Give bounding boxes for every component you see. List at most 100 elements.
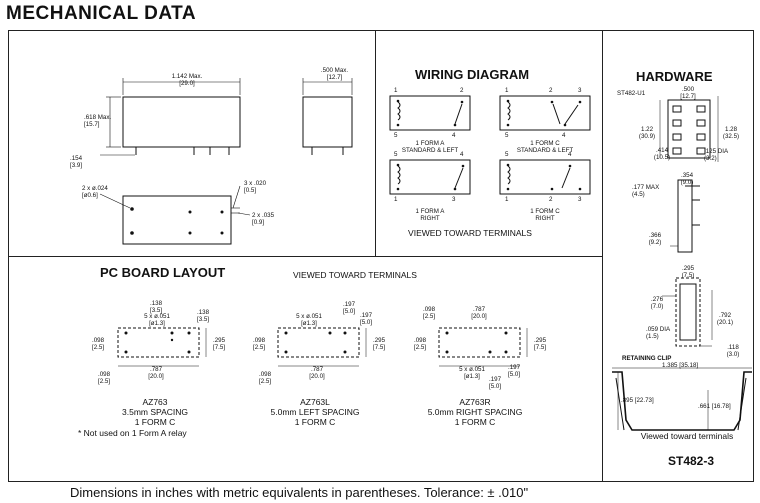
hw-dim-059: .059 DIA (1.5) (646, 326, 676, 340)
hardware-part1: ST482-U1 (617, 90, 646, 97)
wiring-d1-label1: 1 FORM A (415, 140, 445, 147)
hw-dim-128-value: 1.28 (724, 126, 738, 133)
pcb2-dim-197-mm: [5.0] (342, 308, 356, 315)
dim-pin-sq: 3 x .020 [0.5] (244, 180, 284, 194)
pcb2-dim-098b: .098 [2.5] (254, 371, 276, 385)
dim-length-value: 1.142 Max. (171, 73, 203, 80)
pcb3-dim-197b: .197 [5.0] (484, 376, 506, 390)
pcb2-name: AZ763L (300, 397, 330, 407)
hw-dim-128-mm: (32.5) (722, 133, 740, 140)
hw-dim-792-value: .792 (718, 312, 732, 319)
pcb1-dim-holes-mm: [ø1.3] (149, 320, 165, 327)
dim-pin-length-value: .154 (70, 155, 83, 162)
wiring-d3-label2: RIGHT (420, 215, 440, 222)
pcb3-dim-295-mm: [7.5] (533, 344, 547, 351)
dim-pin-sq2: 2 x .035 [0.9] (252, 212, 292, 226)
dim-width: .500 Max. [12.7] (312, 67, 357, 81)
hw-dim-276: .276 (7.0) (646, 296, 668, 310)
wiring-d3-pin-3: 3 (452, 196, 456, 203)
hw-dim-414-value: .414 (655, 147, 669, 154)
pcb1-form: 1 FORM C (134, 417, 176, 427)
pcb1-dim-098b-mm: [2.5] (97, 378, 111, 385)
pcb2-dim-098: .098 [2.5] (248, 337, 270, 351)
pcb3-dim-197-mm: [5.0] (507, 371, 521, 378)
pcb2-dim-holes-mm: [ø1.3] (301, 320, 317, 327)
hw-dim-295-mm: (7.5) (681, 272, 695, 279)
pcb3-dim-197-value: .197 (507, 364, 521, 371)
wiring-d1-pin-5: 5 (394, 132, 398, 139)
pcb2-dim-197b-value: .197 (359, 312, 373, 319)
hw-dim-177-max: MAX (645, 184, 660, 191)
hw-dim-059-mm: (1.5) (646, 333, 659, 340)
pcb3-dim-098b: .098 [2.5] (409, 337, 431, 351)
pcb1-dim-138: .138 [3.5] (145, 300, 167, 314)
wiring-d3-pin-4: 4 (460, 151, 464, 158)
hw-dim-366: .366 (9.2) (644, 232, 666, 246)
wiring-d2-label2: STANDARD & LEFT (516, 147, 574, 154)
hw-dim-276-mm: (7.0) (650, 303, 664, 310)
hw-dim-122-mm: (30.9) (638, 133, 656, 140)
pcb1-dim-295: .295 [7.5] (208, 337, 230, 351)
pcb1-dim-295-value: .295 (212, 337, 226, 344)
dim-pin-sq2-mm: [0.9] (252, 219, 265, 226)
pcb3-dim-098b-value: .098 (413, 337, 427, 344)
pcb2-dim-295-mm: [7.5] (372, 344, 386, 351)
clip-title: RETAINING CLIP (622, 355, 672, 362)
dim-width-value: .500 Max. (320, 67, 349, 74)
wiring-d2-label1: 1 FORM C (530, 140, 560, 147)
dim-pin-length: .154 [3.9] (70, 155, 100, 169)
wiring-d1-label: 1 FORM A STANDARD & LEFT (385, 140, 475, 154)
pcb2-spacing: 5.0mm LEFT SPACING (270, 407, 360, 417)
hw-dim-177-mm: (4.5) (632, 191, 645, 198)
hw-dim-792: .792 (20.1) (714, 312, 736, 326)
wiring-d1-pin-4: 4 (452, 132, 456, 139)
pcb1-dim-098-mm: [2.5] (91, 344, 105, 351)
pcb3-dim-295: .295 [7.5] (529, 337, 551, 351)
wiring-title: WIRING DIAGRAM (415, 67, 530, 82)
pcb-title: PC BOARD LAYOUT (100, 265, 226, 280)
wiring-d4-label2: RIGHT (535, 215, 555, 222)
hw-dim-500: .500 [12.7] (676, 86, 700, 100)
dim-pin-sq2-value: 2 x .035 (252, 212, 275, 219)
hardware-part2: ST482-3 (668, 454, 715, 468)
wiring-d4-label: 1 FORM C RIGHT (500, 208, 590, 222)
dim-pin-dia: 2 x ø.024 [ø0.6] (82, 185, 132, 199)
pcb3-dim-holes-mm: [ø1.3] (464, 373, 480, 380)
pcb3-dim-787-mm: [20.0] (471, 313, 487, 320)
pcb3-name: AZ763R (459, 397, 491, 407)
dim-width-mm: [12.7] (326, 74, 343, 81)
hw-dim-500-value: .500 (681, 86, 695, 93)
hw-dim-122-value: 1.22 (640, 126, 654, 133)
pcb2-dim-098b-value: .098 (258, 371, 272, 378)
pcb3-dim-787: .787 [20.0] (467, 306, 491, 320)
pcb3-dim-098b-mm: [2.5] (413, 344, 427, 351)
wiring-d2-pin-4: 4 (562, 132, 566, 139)
pcb3-dim-787-value: .787 (472, 306, 486, 313)
pcb3-dim-098-value: .098 (422, 306, 436, 313)
pcb1-dim-138-mm: [3.5] (149, 307, 163, 314)
pcb1-dim-098: .098 [2.5] (87, 337, 109, 351)
pcb2-dim-098-value: .098 (252, 337, 266, 344)
pcb2-form: 1 FORM C (294, 417, 336, 427)
pcb3-spacing: 5.0mm RIGHT SPACING (427, 407, 523, 417)
pcb-note: * Not used on 1 Form A relay (78, 428, 187, 438)
hw-dim-177: .177 MAX (4.5) (632, 184, 662, 198)
pcb2-dim-holes-value: 5 x ø.051 (296, 313, 322, 320)
pcb2-dim-295-value: .295 (372, 337, 386, 344)
dim-pin-sq-value: 3 x .020 (244, 180, 267, 187)
wiring-d4-pin-3: 3 (578, 196, 582, 203)
pcb3-dim-holes: 5 x ø.051 [ø1.3] (455, 366, 489, 380)
pcb1-dim-holes: 5 x ø.051 [ø1.3] (140, 313, 174, 327)
wiring-d1-pin-2: 2 (460, 87, 464, 94)
page-title: MECHANICAL DATA (6, 3, 197, 24)
pcb2-dim-098-mm: [2.5] (252, 344, 266, 351)
pcb1-dim-138b-value: .138 (196, 309, 210, 316)
wiring-d2-pin-2: 2 (549, 87, 553, 94)
hw-dim-125-value: .125 (704, 148, 717, 155)
hw-dim-366-value: .366 (648, 232, 662, 239)
wiring-d4-pin-2: 2 (549, 196, 553, 203)
pcb1-spacing: 3.5mm SPACING (122, 407, 188, 417)
pcb3-dim-098-mm: [2.5] (422, 313, 436, 320)
divider-horizontal (8, 256, 603, 258)
